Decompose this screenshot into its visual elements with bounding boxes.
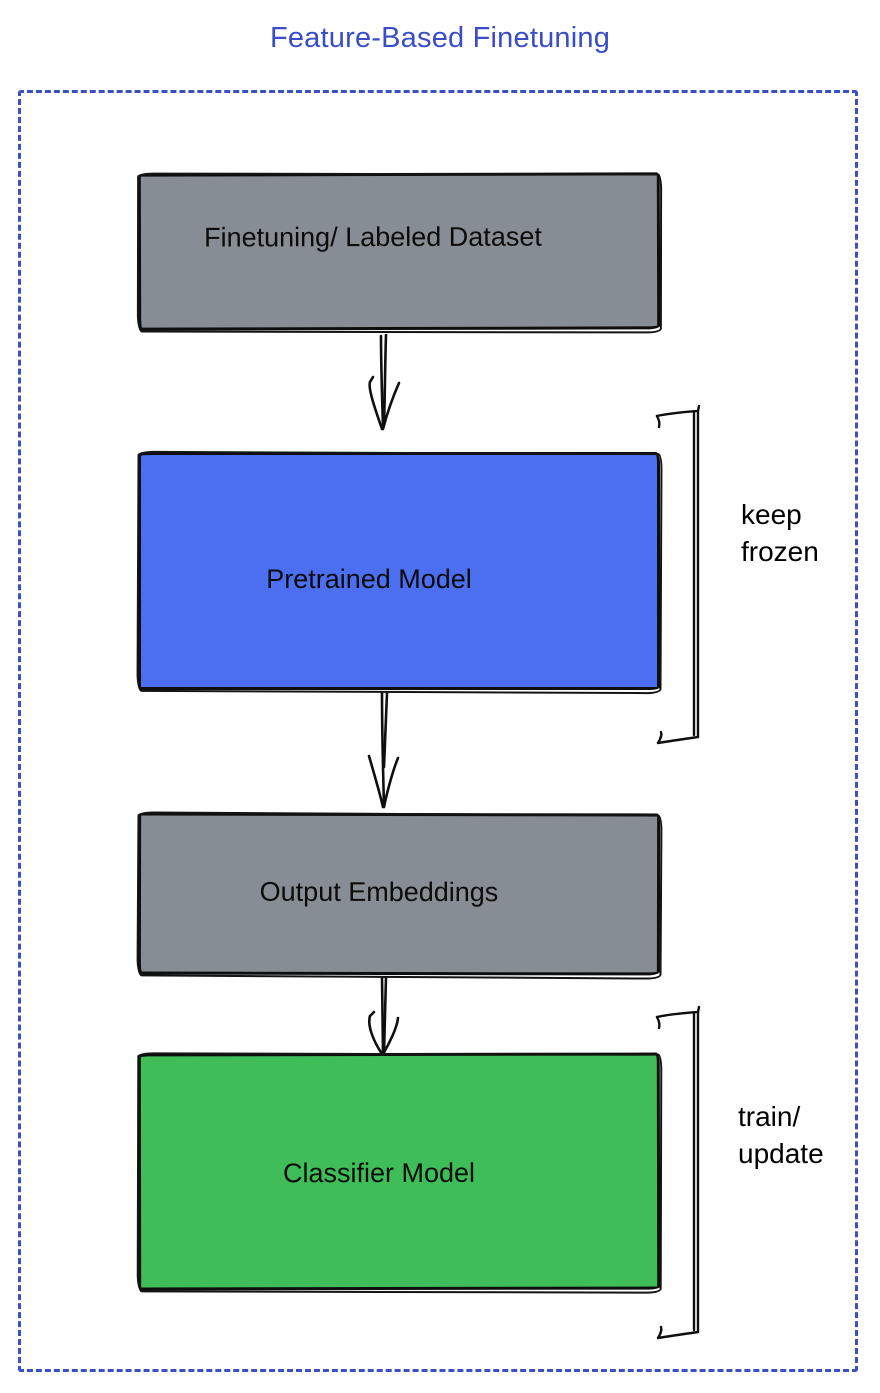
bracket-top-cap <box>655 404 701 418</box>
annotation-line: keep <box>741 499 802 530</box>
bracket-top-cap <box>655 1005 701 1019</box>
bracket-hook <box>655 414 661 429</box>
page-title: Feature-Based Finetuning <box>269 22 611 54</box>
arrow-down-icon <box>368 976 400 1056</box>
node-label: Finetuning/ Labeled Dataset <box>204 221 542 253</box>
bracket-bottom-cap <box>656 735 700 745</box>
annotation-keep-frozen: keep frozen <box>741 496 819 570</box>
bracket-hook <box>656 730 663 745</box>
arrow-shaft <box>382 692 389 769</box>
node-classifier-model: Classifier Model <box>137 1052 661 1291</box>
bracket-hook <box>655 1015 661 1030</box>
arrow-shaft <box>380 976 385 1055</box>
annotation-line: frozen <box>741 536 819 567</box>
arrow-head <box>368 380 384 431</box>
arrow-head <box>368 375 375 384</box>
bracket-bottom-cap <box>656 1330 700 1340</box>
node-label: Classifier Model <box>282 1157 476 1189</box>
train-update-bracket-icon <box>655 1005 701 1340</box>
arrow-shaft <box>380 692 386 808</box>
arrow-shaft <box>379 334 385 429</box>
arrow-shaft <box>382 334 388 426</box>
node-label: Pretrained Model <box>266 563 472 594</box>
arrow-down-icon <box>367 692 400 809</box>
arrow-shaft <box>382 976 388 1055</box>
annotation-line: update <box>738 1138 824 1169</box>
node-pretrained-model: Pretrained Model <box>138 452 660 690</box>
arrow-down-icon <box>368 334 401 431</box>
bracket-hook <box>656 1325 663 1340</box>
arrow-head <box>368 1010 376 1018</box>
arrow-head <box>382 756 400 809</box>
annotation-train-update: train/ update <box>738 1098 824 1172</box>
dashed-boundary-frame <box>18 90 858 1372</box>
annotation-line: train/ <box>738 1101 801 1132</box>
arrow-head <box>368 1014 384 1056</box>
arrow-head <box>381 1016 400 1056</box>
arrow-head <box>381 381 401 431</box>
arrow-head <box>367 754 385 809</box>
node-output-embeddings: Output Embeddings <box>137 812 661 976</box>
keep-frozen-bracket-icon <box>655 404 701 745</box>
node-finetuning-dataset: Finetuning/ Labeled Dataset <box>137 172 661 331</box>
node-label: Output Embeddings <box>259 876 499 907</box>
